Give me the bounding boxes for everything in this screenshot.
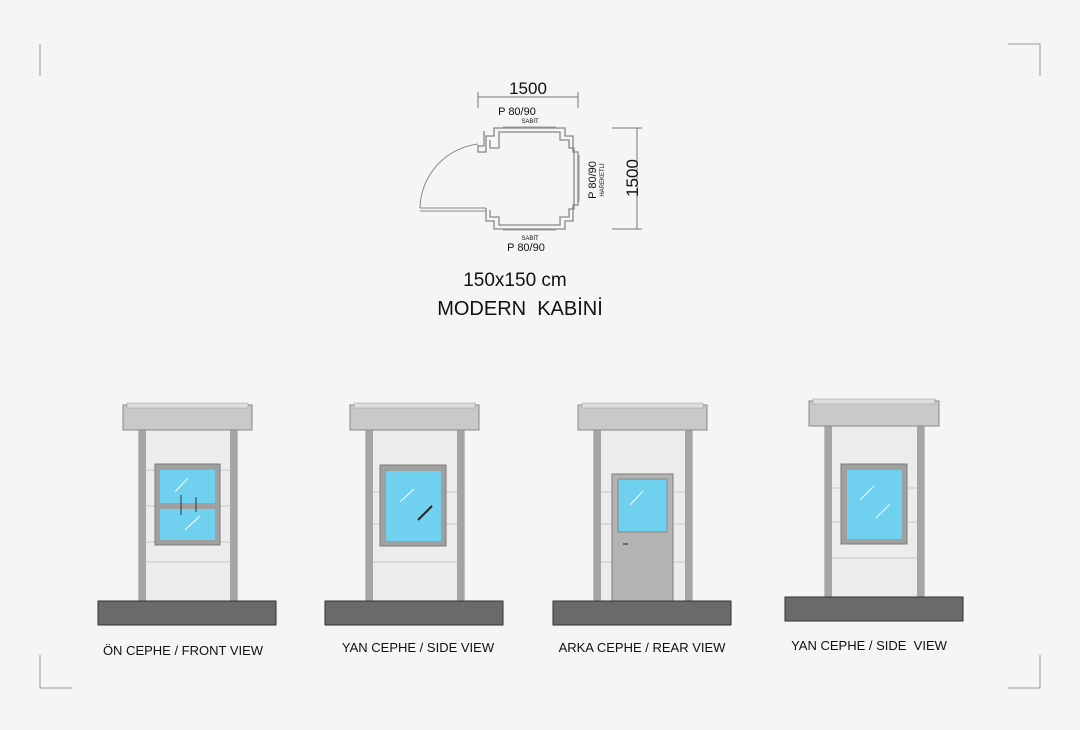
cabin-title: MODERN KABİNİ bbox=[437, 297, 603, 320]
plan-top-window-note: SABİT bbox=[521, 118, 539, 125]
plan-top-dimension: 1500 bbox=[509, 79, 547, 98]
side-view-1 bbox=[324, 402, 504, 626]
floor-plan: 1500 P 80/90 SABİT 1500 P 80/90 HAREKETL… bbox=[419, 79, 642, 254]
right-dimension bbox=[612, 127, 642, 230]
rear-view-caption: ARKA CEPHE / REAR VIEW bbox=[559, 640, 727, 655]
cabin-size: 150x150 cm bbox=[463, 270, 567, 291]
front-view-caption: ÖN CEPHE / FRONT VIEW bbox=[103, 643, 264, 658]
side-view-1-caption: YAN CEPHE / SIDE VIEW bbox=[342, 640, 495, 655]
crop-marks bbox=[39, 43, 1041, 689]
plan-right-dimension: 1500 bbox=[623, 159, 642, 197]
top-dimension bbox=[477, 92, 579, 108]
front-view bbox=[97, 402, 277, 626]
plan-walls bbox=[477, 127, 579, 230]
plan-right-window-note: HAREKETLİ bbox=[599, 163, 606, 197]
plan-window-lines bbox=[503, 126, 580, 231]
door-swing bbox=[419, 143, 486, 212]
plan-bottom-window-label: P 80/90 bbox=[507, 242, 545, 254]
plan-bottom-window-note: SABİT bbox=[521, 235, 539, 242]
plan-top-window-label: P 80/90 bbox=[498, 106, 536, 118]
side-view-2 bbox=[784, 398, 964, 622]
plan-right-window-label: P 80/90 bbox=[587, 161, 599, 199]
side-view-2-caption: YAN CEPHE / SIDE VIEW bbox=[791, 638, 948, 653]
rear-view bbox=[552, 402, 732, 626]
